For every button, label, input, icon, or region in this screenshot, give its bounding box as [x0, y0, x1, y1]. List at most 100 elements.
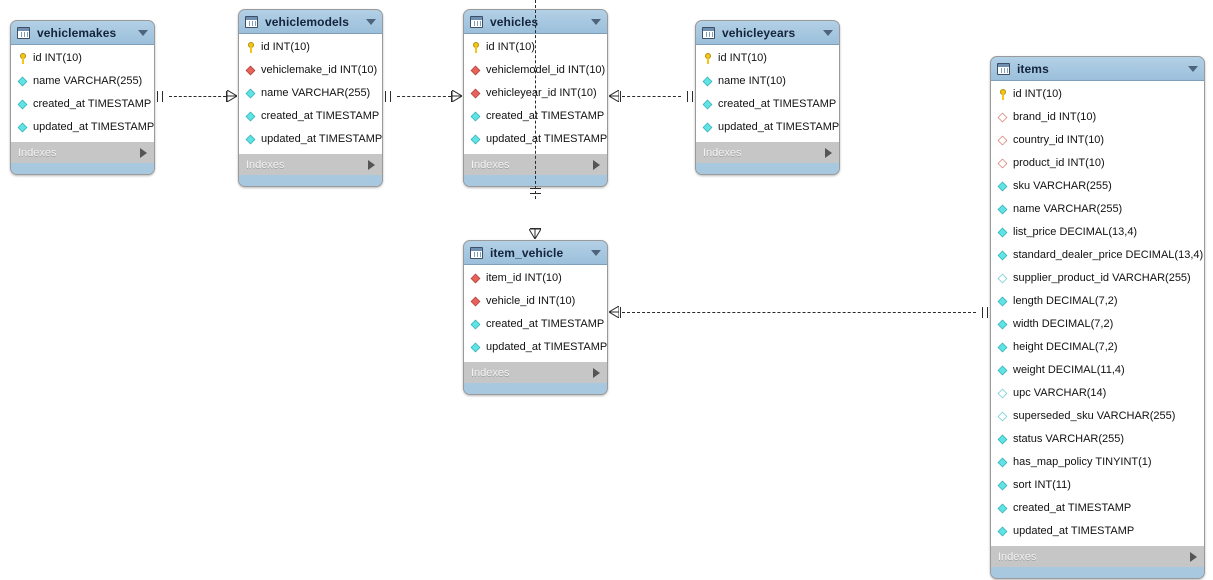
column-label: length DECIMAL(7,2) — [1013, 295, 1118, 307]
indexes-section-items[interactable]: Indexes — [991, 545, 1204, 567]
table-row[interactable]: vehicleyear_id INT(10) — [464, 82, 607, 105]
column-label: updated_at TIMESTAMP — [486, 341, 608, 353]
cardinality-many-marker — [609, 306, 620, 319]
table-row[interactable]: width DECIMAL(7,2) — [991, 313, 1204, 336]
table-row[interactable]: name INT(10) — [696, 70, 839, 93]
table-row[interactable]: sort INT(11) — [991, 474, 1204, 497]
table-header-vehicleyears[interactable]: vehicleyears — [696, 21, 839, 45]
table-icon — [702, 26, 715, 39]
table-header-items[interactable]: items — [991, 57, 1204, 81]
table-row[interactable]: status VARCHAR(255) — [991, 428, 1204, 451]
table-row[interactable]: updated_at TIMESTAMP — [464, 336, 607, 359]
column-icon — [997, 296, 1008, 307]
table-row[interactable]: id INT(10) — [696, 47, 839, 70]
table-icon — [17, 26, 30, 39]
table-row[interactable]: country_id INT(10) — [991, 129, 1204, 152]
table-row[interactable]: updated_at TIMESTAMP — [239, 128, 382, 151]
table-footer — [464, 383, 607, 394]
chevron-right-icon[interactable] — [825, 147, 832, 158]
column-label: sort INT(11) — [1013, 479, 1071, 491]
column-label: name VARCHAR(255) — [1013, 203, 1123, 215]
column-icon — [17, 122, 28, 133]
table-row[interactable]: list_price DECIMAL(13,4) — [991, 221, 1204, 244]
table-row[interactable]: updated_at TIMESTAMP — [991, 520, 1204, 543]
column-label: created_at TIMESTAMP — [261, 110, 380, 122]
table-row[interactable]: created_at TIMESTAMP — [991, 497, 1204, 520]
indexes-section-vehiclemakes[interactable]: Indexes — [11, 141, 154, 163]
column-icon — [997, 388, 1008, 399]
table-row[interactable]: standard_dealer_price DECIMAL(13,4) — [991, 244, 1204, 267]
table-row[interactable]: brand_id INT(10) — [991, 106, 1204, 129]
cardinality-many-marker — [609, 90, 620, 103]
indexes-label: Indexes — [246, 158, 285, 171]
relationship-line — [622, 96, 681, 97]
table-row[interactable]: upc VARCHAR(14) — [991, 382, 1204, 405]
table-row[interactable]: supplier_product_id VARCHAR(255) — [991, 267, 1204, 290]
table-row[interactable]: id INT(10) — [11, 47, 154, 70]
table-title: item_vehicle — [490, 245, 564, 260]
chevron-down-icon[interactable] — [591, 18, 601, 25]
column-label: updated_at TIMESTAMP — [33, 121, 155, 133]
table-row[interactable]: created_at TIMESTAMP — [696, 93, 839, 116]
column-label: has_map_policy TINYINT(1) — [1013, 456, 1152, 468]
table-row[interactable]: created_at TIMESTAMP — [464, 105, 607, 128]
table-row[interactable]: updated_at TIMESTAMP — [464, 128, 607, 151]
chevron-right-icon[interactable] — [593, 159, 600, 170]
column-icon — [997, 503, 1008, 514]
table-row[interactable]: weight DECIMAL(11,4) — [991, 359, 1204, 382]
table-row[interactable]: id INT(10) — [464, 36, 607, 59]
table-row[interactable]: vehicle_id INT(10) — [464, 290, 607, 313]
table-row[interactable]: name VARCHAR(255) — [239, 82, 382, 105]
column-label: vehicleyear_id INT(10) — [486, 87, 597, 99]
indexes-section-vehicleyears[interactable]: Indexes — [696, 141, 839, 163]
chevron-down-icon[interactable] — [591, 249, 601, 256]
table-row[interactable]: sku VARCHAR(255) — [991, 175, 1204, 198]
column-label: name VARCHAR(255) — [33, 75, 143, 87]
column-label: name INT(10) — [718, 75, 786, 87]
chevron-right-icon[interactable] — [140, 147, 147, 158]
table-row[interactable]: has_map_policy TINYINT(1) — [991, 451, 1204, 474]
table-header-vehiclemodels[interactable]: vehiclemodels — [239, 10, 382, 34]
table-row[interactable]: created_at TIMESTAMP — [239, 105, 382, 128]
chevron-down-icon[interactable] — [823, 29, 833, 36]
chevron-right-icon[interactable] — [1190, 551, 1197, 562]
indexes-label: Indexes — [998, 550, 1037, 563]
table-row[interactable]: height DECIMAL(7,2) — [991, 336, 1204, 359]
table-row[interactable]: id INT(10) — [991, 83, 1204, 106]
chevron-down-icon[interactable] — [138, 29, 148, 36]
table-header-vehiclemakes[interactable]: vehiclemakes — [11, 21, 154, 45]
table-row[interactable]: vehiclemodel_id INT(10) — [464, 59, 607, 82]
table-row[interactable]: id INT(10) — [239, 36, 382, 59]
table-row[interactable]: length DECIMAL(7,2) — [991, 290, 1204, 313]
table-row[interactable]: updated_at TIMESTAMP — [696, 116, 839, 139]
table-header-item_vehicle[interactable]: item_vehicle — [464, 241, 607, 265]
chevron-down-icon[interactable] — [366, 18, 376, 25]
chevron-right-icon[interactable] — [368, 159, 375, 170]
table-row[interactable]: item_id INT(10) — [464, 267, 607, 290]
indexes-section-vehiclemodels[interactable]: Indexes — [239, 153, 382, 175]
table-item_vehicle[interactable]: item_vehicle item_id INT(10) vehicle_id IN… — [463, 240, 608, 395]
column-icon — [997, 526, 1008, 537]
column-label: created_at TIMESTAMP — [718, 98, 837, 110]
table-row[interactable]: name VARCHAR(255) — [11, 70, 154, 93]
chevron-right-icon[interactable] — [593, 367, 600, 378]
table-row[interactable]: product_id INT(10) — [991, 152, 1204, 175]
primary-key-icon — [17, 53, 28, 64]
column-icon — [997, 434, 1008, 445]
table-row[interactable]: vehiclemake_id INT(10) — [239, 59, 382, 82]
table-row[interactable]: created_at TIMESTAMP — [11, 93, 154, 116]
column-label: item_id INT(10) — [486, 272, 562, 284]
table-row[interactable]: created_at TIMESTAMP — [464, 313, 607, 336]
table-row[interactable]: updated_at TIMESTAMP — [11, 116, 154, 139]
indexes-section-item_vehicle[interactable]: Indexes — [464, 361, 607, 383]
column-label: product_id INT(10) — [1013, 157, 1105, 169]
table-row[interactable]: name VARCHAR(255) — [991, 198, 1204, 221]
table-row[interactable]: superseded_sku VARCHAR(255) — [991, 405, 1204, 428]
column-icon — [245, 111, 256, 122]
chevron-down-icon[interactable] — [1188, 65, 1198, 72]
